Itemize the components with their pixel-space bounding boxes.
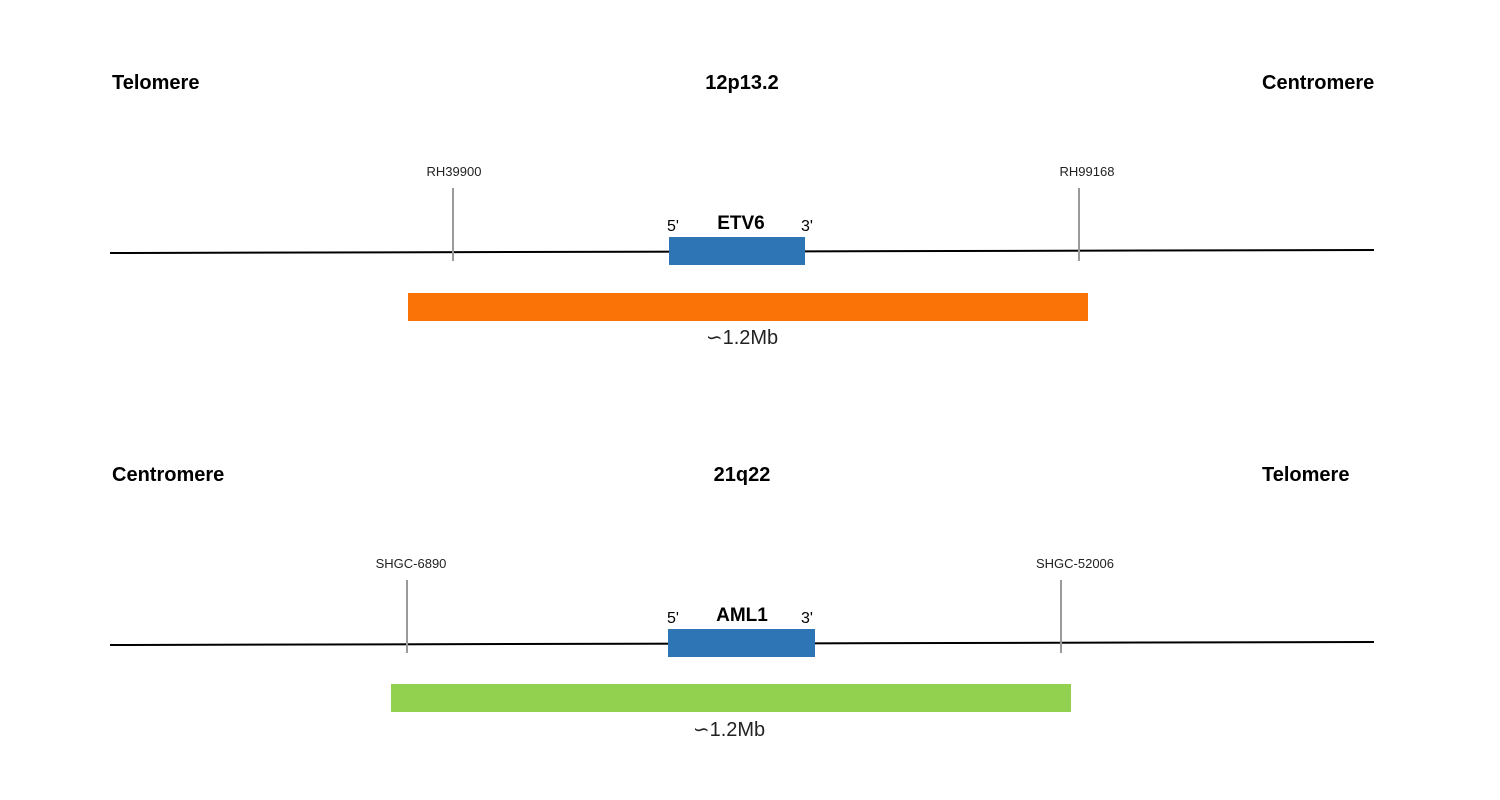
probe-bar [408, 293, 1088, 321]
five-prime-label: 5' [667, 218, 679, 235]
probe-bar [391, 684, 1071, 712]
gene-name: AML1 [716, 605, 768, 626]
right-end-label: Centromere [1262, 72, 1375, 94]
gene-name: ETV6 [717, 213, 765, 234]
marker-label-left: SHGC-6890 [375, 556, 447, 571]
marker-label-right: SHGC-52006 [1035, 556, 1115, 571]
left-end-label: Centromere [112, 464, 225, 486]
right-end-label: Telomere [1262, 464, 1350, 486]
etv6-track [109, 188, 1375, 321]
probe-size-label: ∽1.2Mb [705, 327, 779, 349]
probe-size-label: ∽1.2Mb [692, 719, 766, 741]
aml1-panel: Centromere 21q22 Telomere SHGC-6890 SHGC… [0, 392, 1500, 782]
region-label: 21q22 [713, 464, 771, 486]
three-prime-label: 3' [801, 610, 813, 627]
gene-box [669, 237, 805, 265]
marker-label-left: RH39900 [426, 164, 482, 179]
left-end-label: Telomere [112, 72, 200, 94]
marker-label-right: RH99168 [1059, 164, 1115, 179]
aml1-track [109, 580, 1375, 712]
five-prime-label: 5' [667, 610, 679, 627]
region-label: 12p13.2 [705, 72, 779, 94]
gene-box [668, 629, 815, 657]
three-prime-label: 3' [801, 218, 813, 235]
etv6-panel: Telomere 12p13.2 Centromere RH39900 RH99… [0, 0, 1500, 390]
